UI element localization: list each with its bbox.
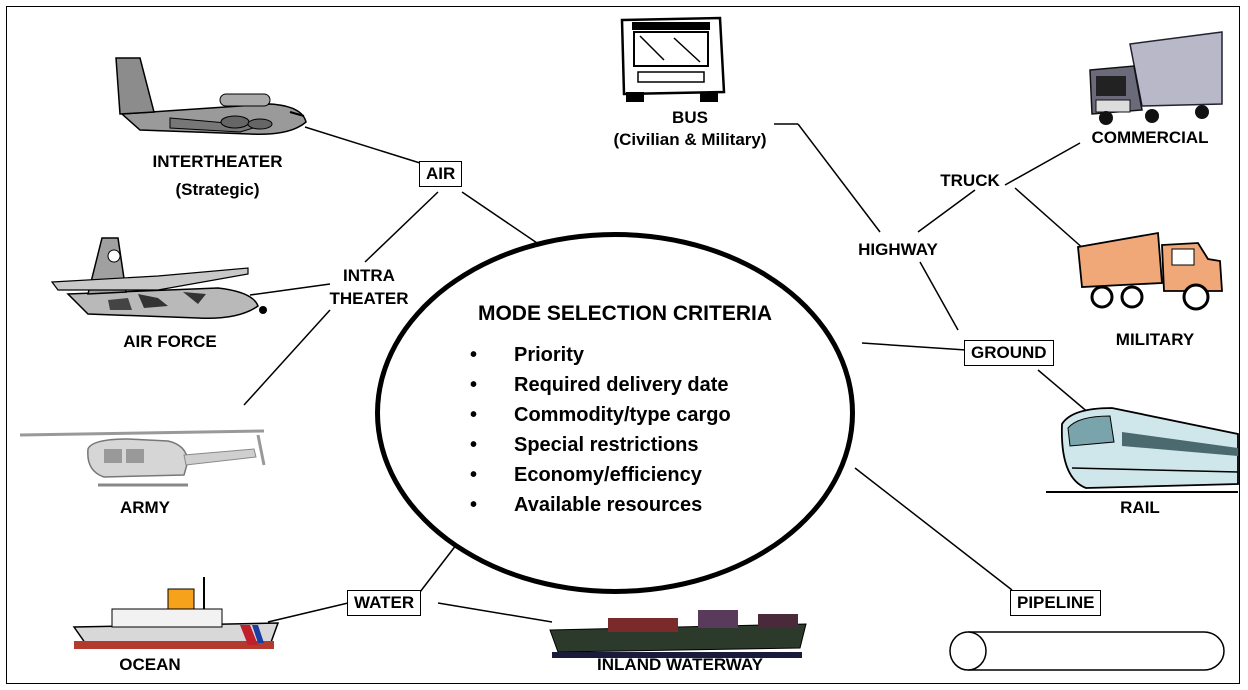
line-air-ellipse <box>461 191 541 246</box>
semi-truck-icon <box>1089 31 1223 125</box>
label-bus: BUS <box>672 108 708 127</box>
cargo-jet-icon <box>115 57 307 135</box>
label-inland-waterway: INLAND WATERWAY <box>597 655 763 674</box>
barge-icon <box>549 610 807 658</box>
label-strategic: (Strategic) <box>175 180 260 199</box>
train-icon <box>1046 407 1239 493</box>
label-rail: RAIL <box>1120 498 1160 517</box>
mode-box-air: AIR <box>419 161 463 187</box>
criteria-item: •Economy/efficiency <box>470 464 702 486</box>
mode-box-pipeline: PIPELINE <box>1010 590 1102 616</box>
line-ellipse-pipeline <box>854 467 1013 591</box>
line-water-inland <box>437 602 553 623</box>
label-military: MILITARY <box>1115 330 1195 349</box>
criteria-ellipse <box>375 232 855 594</box>
line-water-ocean <box>267 602 349 623</box>
label-air-force: AIR FORCE <box>123 332 217 351</box>
pipe-icon <box>949 631 1225 671</box>
line-ground-rail <box>1037 369 1091 415</box>
label-highway: HIGHWAY <box>858 240 938 259</box>
line-ground-highway <box>919 261 959 331</box>
helicopter-icon <box>19 429 266 487</box>
label-ocean: OCEAN <box>119 655 181 674</box>
line-truck-commercial <box>1004 142 1081 186</box>
label-commercial: COMMERCIAL <box>1091 128 1209 147</box>
line-intra-airforce <box>249 283 331 296</box>
coast-guard-ship-icon <box>72 577 280 649</box>
diagram-border <box>6 6 1240 684</box>
label-bus-sub: (Civilian & Military) <box>613 130 767 149</box>
line-intra-army <box>243 309 331 406</box>
mode-box-water: WATER <box>347 590 422 616</box>
label-intertheater: INTERTHEATER <box>152 152 283 171</box>
line-air-intertheater <box>304 126 421 164</box>
criteria-item: •Priority <box>470 344 585 366</box>
c130-plane-icon <box>50 237 267 319</box>
label-truck: TRUCK <box>940 171 1000 190</box>
line-air-intra <box>364 191 439 263</box>
line-ellipse-ground <box>861 342 967 351</box>
line-truck-military <box>1014 187 1086 251</box>
label-intra: INTRA <box>343 266 395 285</box>
mode-box-ground: GROUND <box>964 340 1054 366</box>
criteria-item: •Required delivery date <box>470 374 729 396</box>
line-highway-truck <box>917 189 976 233</box>
label-theater: THEATER <box>329 289 409 308</box>
label-army: ARMY <box>119 498 171 517</box>
military-truck-icon <box>1077 231 1223 311</box>
criteria-item: •Commodity/type cargo <box>470 404 731 426</box>
criteria-item: •Available resources <box>470 494 703 516</box>
criteria-title: MODE SELECTION CRITERIA <box>477 302 772 325</box>
criteria-item: •Special restrictions <box>470 434 699 456</box>
criteria-list: •Priority •Required delivery date •Commo… <box>470 340 731 520</box>
bus-icon <box>620 16 726 102</box>
line-highway-bus <box>797 123 881 233</box>
